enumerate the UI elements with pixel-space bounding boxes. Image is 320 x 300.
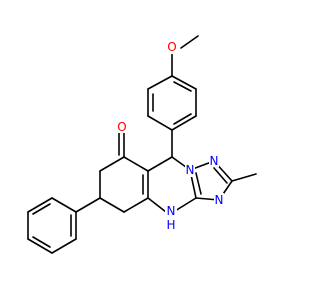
bond-phenyl-inner-1: [32, 203, 51, 215]
bond-c5-to-c4a: [123, 197, 149, 213]
triazole-n4-label-background: [214, 193, 224, 206]
chemical-structure-diagram: O O N N N N H: [27, 35, 257, 254]
bond-anisyl-inner-2: [173, 113, 192, 125]
ketone-oxygen-label: O: [117, 120, 126, 134]
bond-c6-to-c5: [99, 197, 125, 213]
bond-c9-to-c8a: [147, 156, 173, 172]
triazole-n1-label: N: [186, 163, 195, 177]
bond-phenyl-ring-2: [27, 197, 53, 213]
bond-c2-to-methyl: [231, 173, 257, 182]
amine-label-background: [165, 203, 177, 225]
bonds: [27, 35, 257, 254]
methoxy-oxygen-label: O: [167, 40, 176, 54]
bond-methyl-to-methoxy-oxygen: [180, 35, 199, 49]
bond-c8a-to-carbonyl: [123, 156, 149, 172]
bond-anisyl-ring-3: [147, 115, 173, 131]
bond-n2-c2-inner: [213, 167, 228, 184]
amine-nitrogen-label: N: [167, 204, 176, 218]
bond-carbonyl-to-c7: [99, 156, 125, 172]
triazole-n2-label-background: [209, 154, 219, 167]
bond-c3a-n1-inner: [195, 172, 202, 195]
bond-nh-to-c4a: [147, 197, 167, 213]
bond-anisyl-ring-6: [171, 75, 197, 90]
triazole-n2-label: N: [210, 154, 219, 168]
bond-phenyl-ring-5: [51, 238, 77, 254]
triazole-n1-label-background: [185, 164, 195, 177]
bond-anisyl-ring-4: [171, 115, 197, 131]
bond-anisyl-ring-1: [147, 75, 173, 90]
bond-phenyl-ring-1: [51, 197, 77, 213]
bond-phenyl-ring-4: [27, 238, 53, 254]
atom-labels: O O N N N N H: [117, 40, 224, 232]
bond-c3a-to-nh: [174, 197, 197, 212]
methoxy-oxygen-label-background: [167, 41, 177, 54]
bond-c6-to-phenyl: [75, 197, 101, 213]
bond-phenyl-inner-2: [32, 236, 51, 248]
amine-hydrogen-label: H: [166, 218, 175, 232]
bond-anisyl-inner-3: [173, 81, 192, 92]
ketone-oxygen-label-background: [117, 120, 127, 133]
triazole-n4-label: N: [215, 193, 224, 207]
